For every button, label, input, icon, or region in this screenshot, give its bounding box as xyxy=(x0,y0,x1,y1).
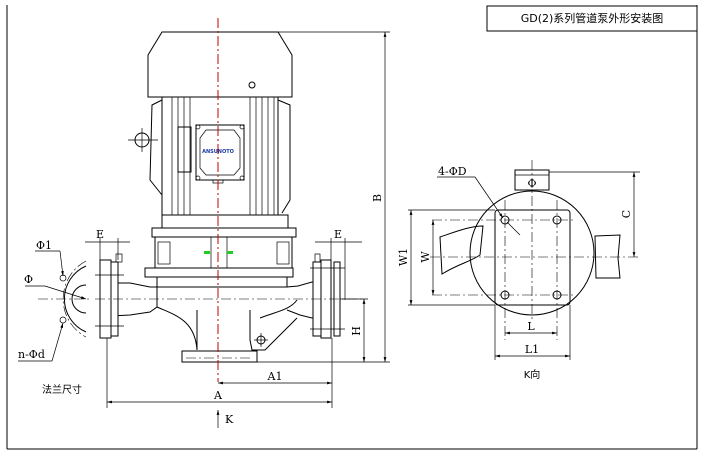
status-light-left xyxy=(204,251,210,254)
dimension-B: B xyxy=(257,31,390,363)
svg-text:法兰尺寸: 法兰尺寸 xyxy=(42,383,82,396)
svg-text:L: L xyxy=(527,320,535,333)
dimension-H: H xyxy=(340,298,368,362)
svg-text:A1: A1 xyxy=(267,370,283,383)
outlet-flange xyxy=(310,253,345,339)
lifting-eye-icon xyxy=(248,81,256,89)
motor-adapter xyxy=(161,214,289,229)
svg-text:W: W xyxy=(419,251,432,263)
pump-bracket xyxy=(154,236,293,269)
view-arrow-K: K xyxy=(216,410,234,428)
pump-foot xyxy=(181,350,258,363)
front-view: ANSUNOTO xyxy=(85,18,390,428)
dimension-A1: A1 xyxy=(218,338,333,408)
pump-casing xyxy=(109,281,320,351)
title-block: GD(2)系列管道泵外形安装图 xyxy=(486,5,698,32)
motor-body xyxy=(128,97,291,216)
k-view: Φ 4-ΦD W1 W L L1 C K向 xyxy=(397,160,640,381)
svg-text:B: B xyxy=(371,194,384,202)
svg-text:K向: K向 xyxy=(524,368,541,381)
status-light-right xyxy=(227,251,233,254)
svg-text:Φ: Φ xyxy=(24,273,33,286)
dimension-E-left: E xyxy=(85,228,130,260)
ground-symbol-icon xyxy=(128,128,158,152)
svg-text:Φ1: Φ1 xyxy=(36,239,52,252)
svg-text:E: E xyxy=(96,228,104,241)
adapter-flange xyxy=(151,227,297,238)
svg-text:A: A xyxy=(213,389,223,402)
base-plate xyxy=(494,209,571,306)
dimension-A: A xyxy=(106,338,332,408)
pump-cover-plate xyxy=(144,267,294,278)
svg-text:C: C xyxy=(620,210,633,218)
svg-text:4-ΦD: 4-ΦD xyxy=(438,165,467,178)
drawing-title: GD(2)系列管道泵外形安装图 xyxy=(521,11,664,25)
flange-detail: Φ1 Φ n-Φd 法兰尺寸 xyxy=(18,239,92,396)
drawing-frame xyxy=(6,5,698,450)
inlet-flange xyxy=(95,253,124,339)
svg-text:E: E xyxy=(334,228,342,241)
svg-text:L1: L1 xyxy=(525,343,539,356)
motor-fan-cover xyxy=(147,31,293,98)
svg-text:H: H xyxy=(350,326,363,336)
svg-text:n-Φd: n-Φd xyxy=(18,348,45,361)
terminal-box: ANSUNOTO xyxy=(195,124,245,184)
dimension-E-right: E xyxy=(315,228,362,300)
svg-text:W1: W1 xyxy=(397,248,410,266)
inlet-nozzle xyxy=(594,234,621,279)
svg-text:K: K xyxy=(225,413,234,426)
